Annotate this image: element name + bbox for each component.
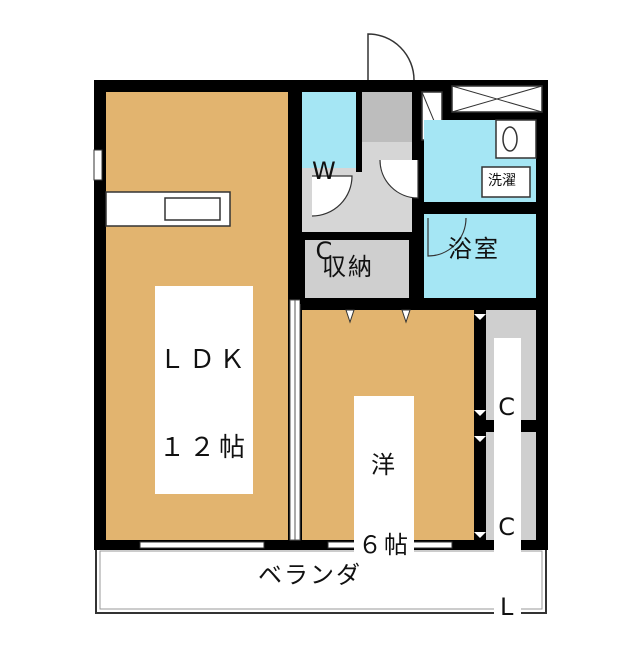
closet-door-marker	[474, 436, 486, 442]
closet-2-line2: L	[499, 593, 516, 622]
bath-floor	[424, 214, 536, 298]
wc-line2: C	[315, 237, 335, 266]
wc-door-swing	[311, 175, 353, 217]
storage-door-marker	[345, 309, 355, 324]
closet-1-line1: C	[498, 392, 518, 421]
ldk-name: ＬＤＫ	[159, 345, 250, 376]
balcony-rail	[99, 550, 543, 610]
washroom-door-swing	[379, 159, 419, 199]
storage-label: 収納	[322, 253, 374, 281]
balcony-area	[95, 546, 547, 614]
wc-floor	[302, 92, 356, 168]
washbasin-bowl	[502, 126, 518, 152]
western-room-name: 洋	[371, 450, 397, 479]
closet-door-marker	[474, 314, 486, 320]
bath-label: 浴室	[448, 235, 500, 263]
ldk-size: １２帖	[159, 432, 250, 463]
ldk-side-window	[93, 149, 103, 181]
utility-cross-2	[451, 85, 543, 113]
wc-line1: W	[312, 156, 338, 185]
closet-2-line1: C	[498, 512, 518, 541]
washer-pan	[481, 166, 531, 198]
sink-icon	[164, 197, 221, 221]
western-room-size: ６帖	[358, 531, 410, 560]
ldk-window	[139, 541, 265, 549]
bath-wall-top	[416, 206, 542, 214]
wc-label: W C	[312, 104, 338, 292]
storage-door-marker	[401, 309, 411, 324]
wc-wall-right	[356, 92, 362, 172]
entry-opening	[366, 34, 414, 80]
washer-label: 洗濯	[488, 173, 516, 189]
bath-door-swing	[427, 217, 467, 257]
closet-door-marker	[474, 532, 486, 538]
balcony-label: ベランダ	[258, 561, 362, 589]
closet-2-label: C L	[494, 458, 522, 650]
entry-door-swing	[367, 33, 415, 81]
ldk-label: ＬＤＫ １２帖	[155, 286, 254, 494]
western-room-label: 洋 ６帖	[354, 396, 414, 589]
closet-door-marker	[474, 410, 486, 416]
entrance-floor	[360, 92, 412, 142]
storage-floor	[305, 240, 409, 298]
